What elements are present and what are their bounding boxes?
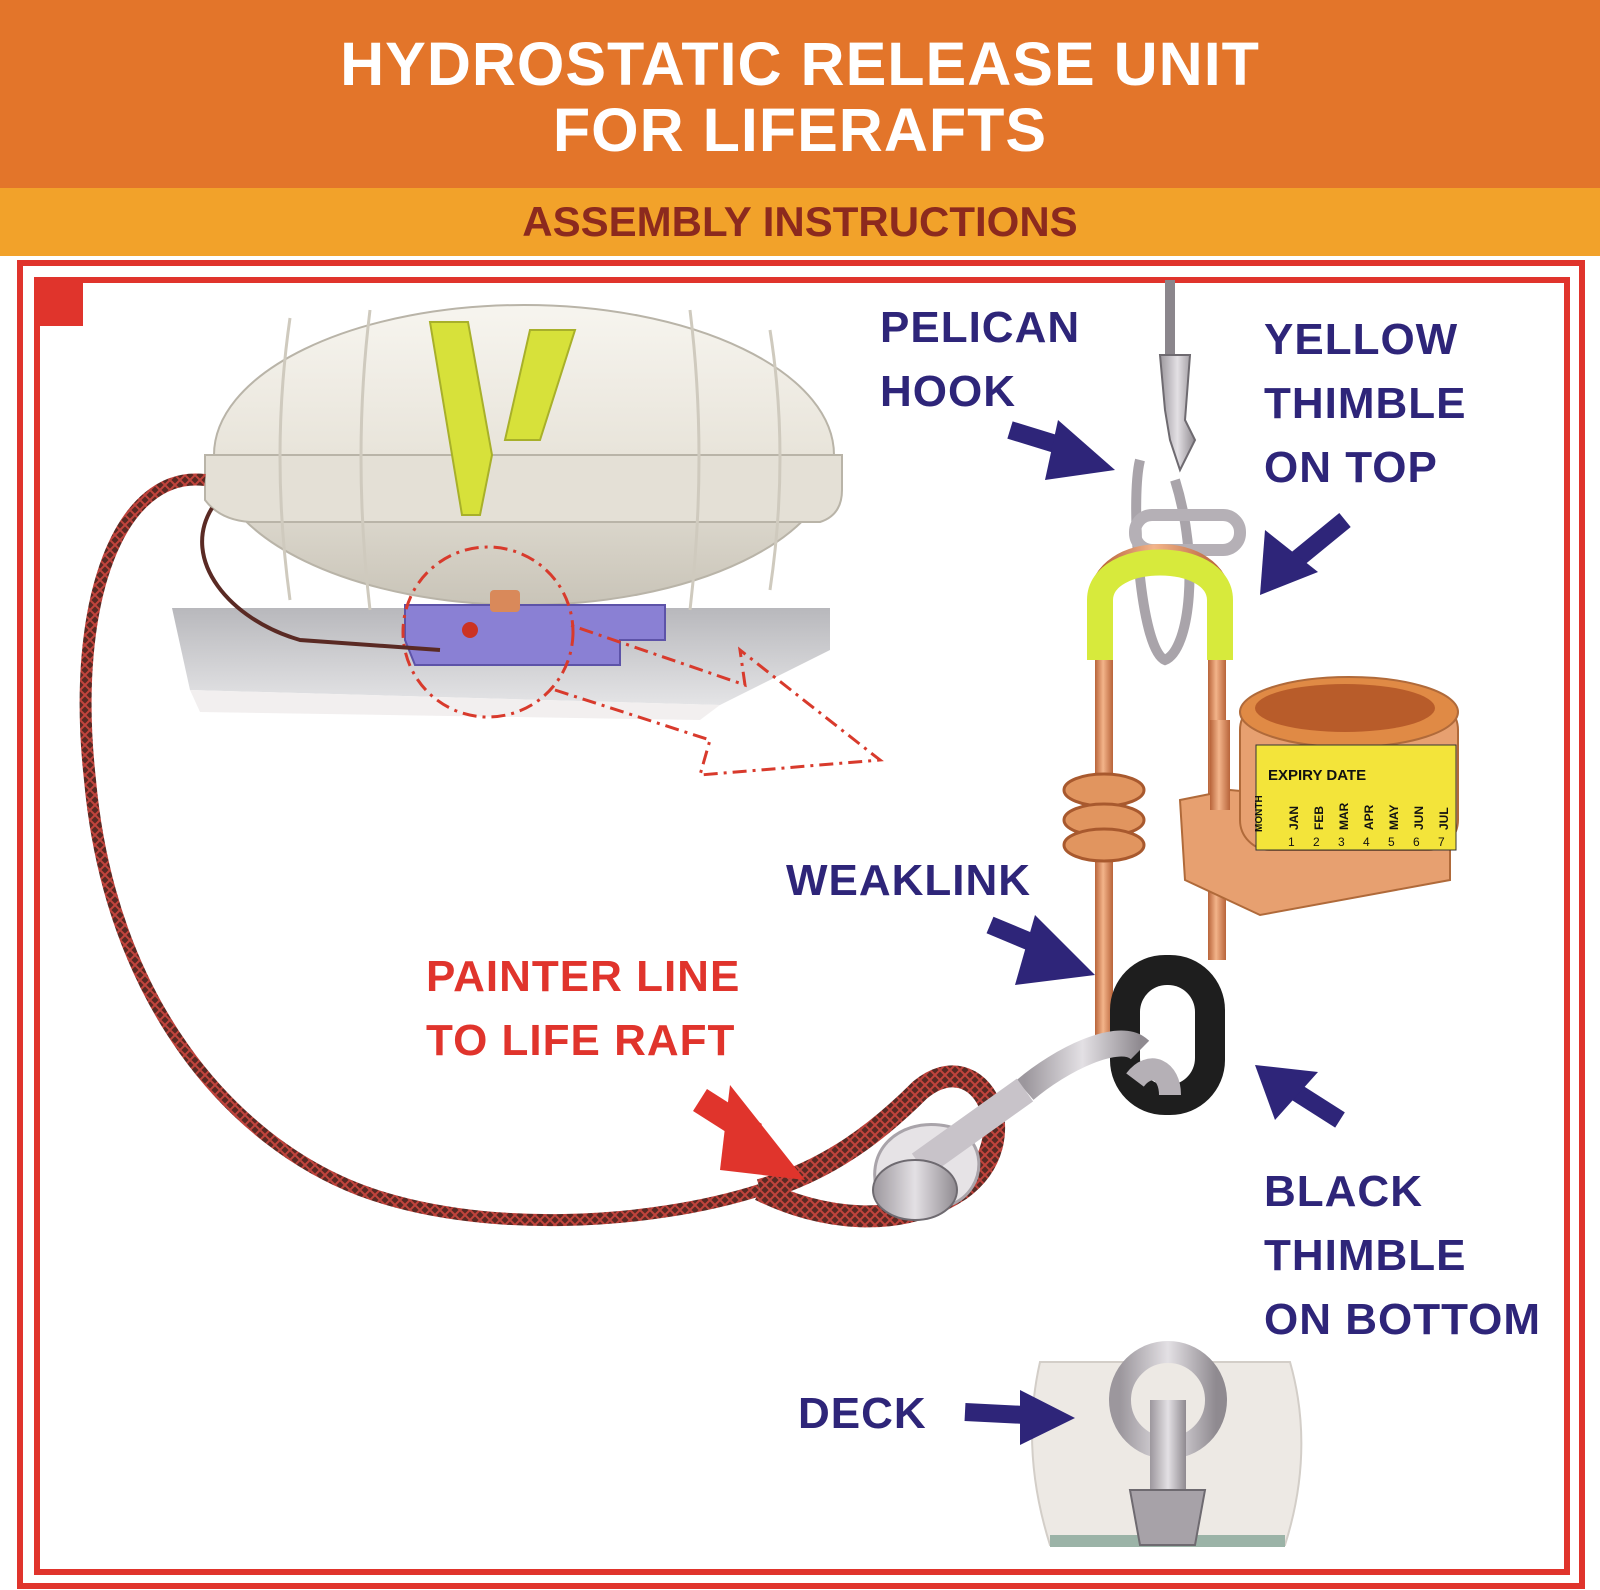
black-thimble-line-3: ON BOTTOM — [1264, 1295, 1542, 1344]
assembly-diagram: EXPIRY DATE MONTH JAN 1 FEB 2 MAR 3 APR 4 MAY 5 JU… — [17, 260, 1585, 1589]
black-thimble-line-1: BLACK — [1264, 1167, 1423, 1216]
black-thimble-label: BLACK THIMBLE ON BOTTOM — [1264, 1160, 1541, 1352]
yellow-thimble-label: YELLOW THIMBLE ON TOP — [1264, 308, 1467, 500]
pelican-hook-label: PELICAN HOOK — [880, 296, 1080, 424]
painter-line-line-2: TO LIFE RAFT — [426, 1016, 736, 1065]
expiry-month-may: MAY — [1387, 804, 1401, 830]
subtitle-banner: ASSEMBLY INSTRUCTIONS — [0, 188, 1600, 256]
expiry-number-5: 5 — [1388, 835, 1395, 849]
expiry-number-3: 3 — [1338, 835, 1345, 849]
pelican-hook-arrow — [1007, 420, 1115, 480]
weaklink-label: WEAKLINK — [786, 856, 1032, 905]
expiry-number-1: 1 — [1288, 835, 1295, 849]
red-frame — [17, 260, 1585, 1589]
painter-line-label: PAINTER LINE TO LIFE RAFT — [426, 945, 740, 1073]
header-banner: HYDROSTATIC RELEASE UNIT FOR LIFERAFTS — [0, 0, 1600, 188]
title-line-1: HYDROSTATIC RELEASE UNIT — [340, 30, 1260, 98]
expiry-date-heading: EXPIRY DATE — [1268, 767, 1366, 784]
expiry-month-jan: JAN — [1287, 806, 1301, 830]
black-thimble-arrow — [1255, 1065, 1345, 1128]
expiry-label: EXPIRY DATE MONTH JAN 1 FEB 2 MAR 3 APR 4 MAY 5 JU… — [1254, 767, 1451, 849]
deck-label: DECK — [798, 1389, 927, 1438]
expiry-number-2: 2 — [1313, 835, 1320, 849]
black-thimble-line-2: THIMBLE — [1264, 1231, 1467, 1280]
yellow-thimble-line-3: ON TOP — [1264, 443, 1438, 492]
expiry-number-7: 7 — [1438, 835, 1445, 849]
title-line-2: FOR LIFERAFTS — [552, 96, 1048, 164]
yellow-thimble-line-2: THIMBLE — [1264, 379, 1467, 428]
painter-line-arrow — [693, 1085, 805, 1180]
expiry-month-jun: JUN — [1412, 806, 1426, 830]
weaklink-arrow — [986, 915, 1095, 985]
liferaft-canister-scene — [172, 304, 884, 777]
expiry-month-tag: MONTH — [1254, 795, 1265, 832]
expiry-month-feb: FEB — [1312, 806, 1326, 830]
hru-assembly: EXPIRY DATE MONTH JAN 1 FEB 2 MAR 3 APR 4 MAY 5 JU… — [872, 280, 1459, 1360]
deck-arrow — [964, 1390, 1075, 1445]
expiry-month-jul: JUL — [1437, 807, 1451, 830]
expiry-number-4: 4 — [1363, 835, 1370, 849]
pelican-hook-line-2: HOOK — [880, 367, 1016, 416]
yellow-thimble-arrow — [1260, 513, 1351, 595]
deck-plate — [1031, 1341, 1303, 1547]
expiry-month-apr: APR — [1362, 804, 1376, 830]
painter-line-line-1: PAINTER LINE — [426, 952, 741, 1001]
expiry-number-6: 6 — [1413, 835, 1420, 849]
expiry-month-mar: MAR — [1337, 802, 1351, 830]
yellow-thimble-line-1: YELLOW — [1264, 315, 1459, 364]
pelican-hook-line-1: PELICAN — [880, 303, 1081, 352]
